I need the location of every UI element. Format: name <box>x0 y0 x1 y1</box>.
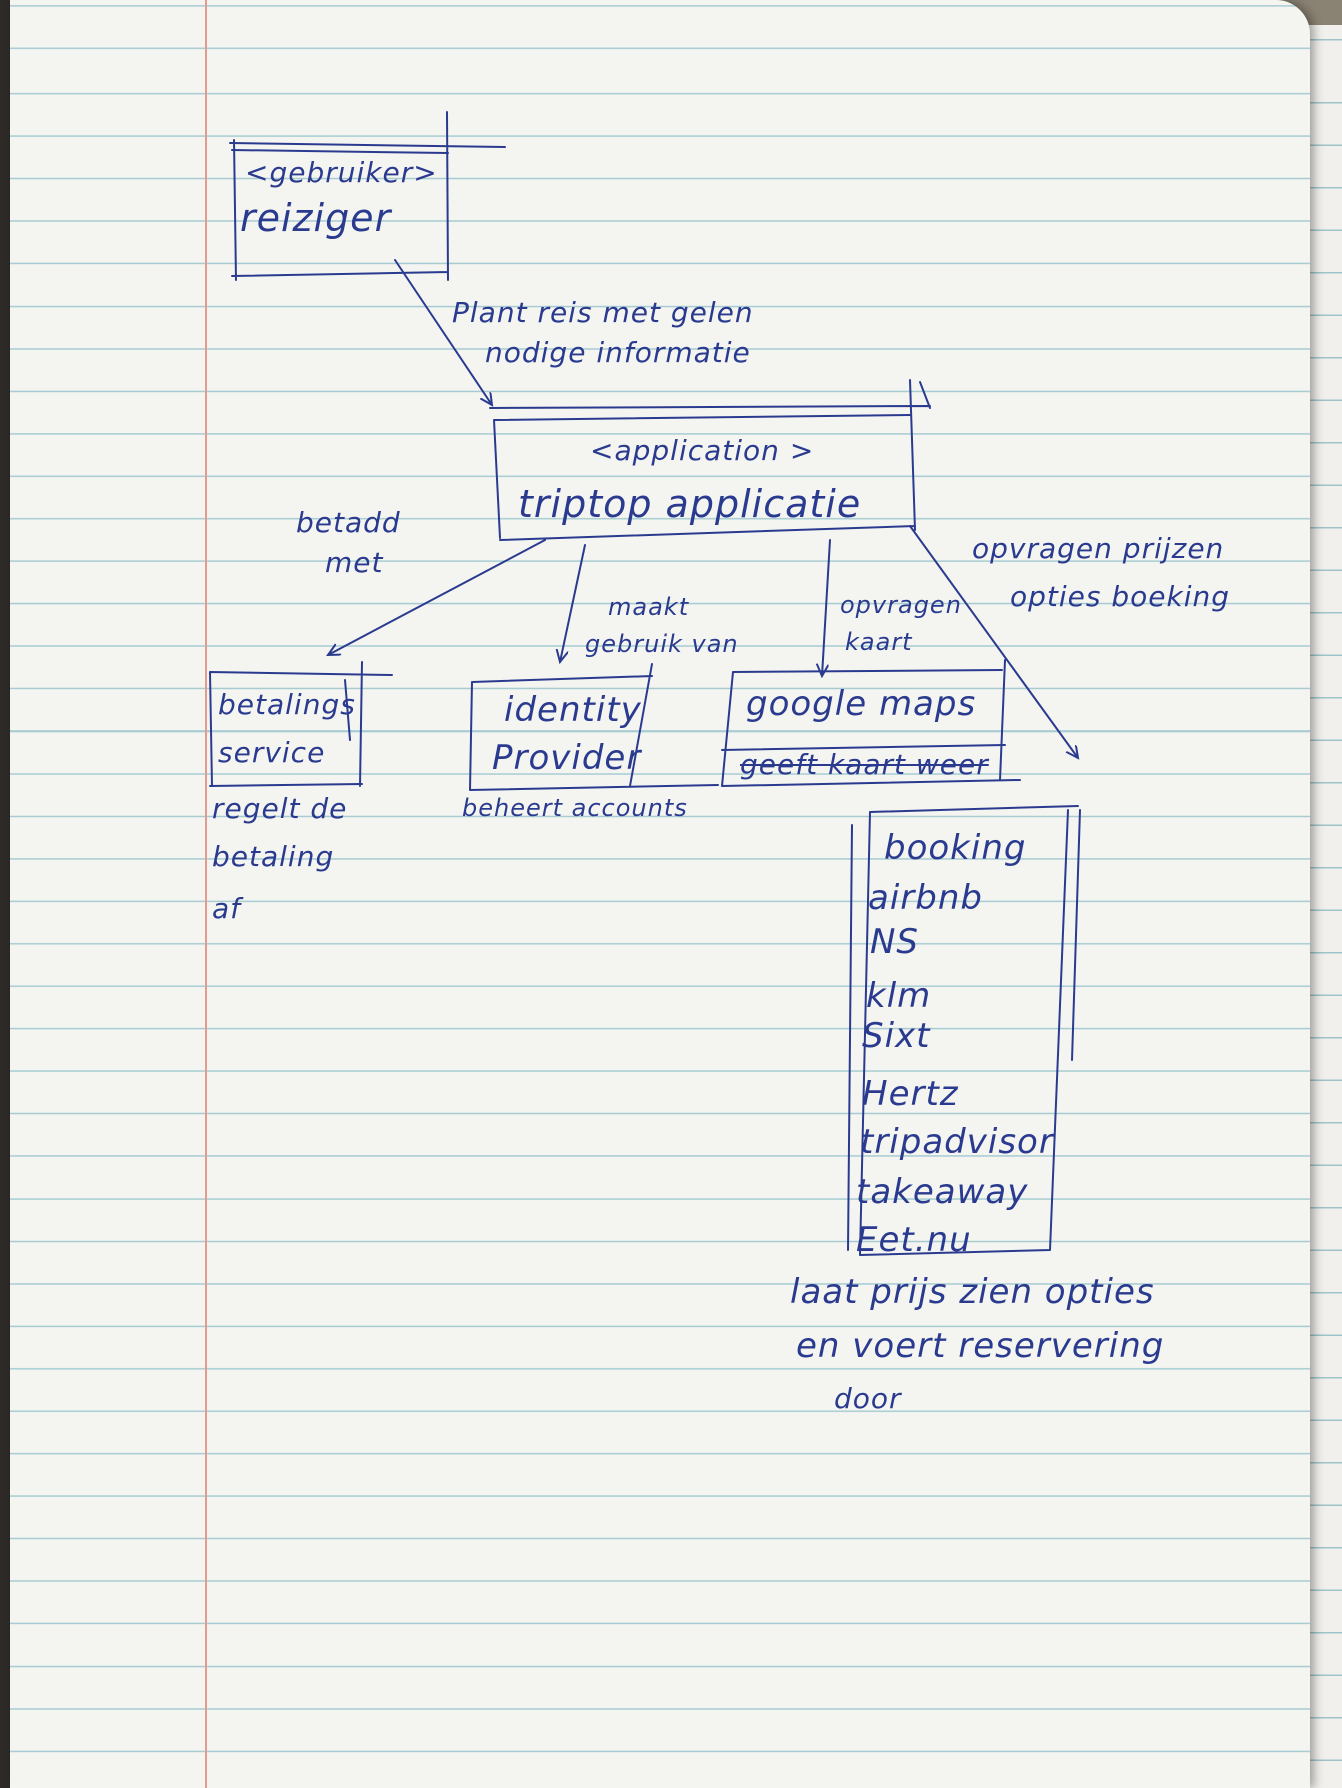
edge-plant-line1: Plant reis met gelen <box>452 296 754 329</box>
app-box <box>489 379 931 541</box>
provider-item: airbnb <box>868 878 983 918</box>
provider-item: NS <box>870 922 920 962</box>
maps-name: google maps <box>746 684 977 724</box>
identity-note: beheert accounts <box>462 794 688 822</box>
provider-item: booking <box>884 828 1027 868</box>
provider-item: takeaway <box>856 1172 1029 1212</box>
app-stereotype: <application > <box>590 434 815 467</box>
arrow-maps <box>822 539 831 676</box>
provider-item: Sixt <box>862 1016 931 1056</box>
arrow-identity <box>560 544 586 662</box>
provider-item: klm <box>866 976 932 1016</box>
app-name: triptop applicatie <box>518 482 862 526</box>
provider-item: tripadvisor <box>860 1122 1054 1162</box>
edge-betaald-line2: met <box>325 546 384 579</box>
arrow-plant <box>394 259 492 405</box>
betalings-name-line2: service <box>218 736 326 769</box>
betalings-note-line1: regelt de <box>212 792 348 825</box>
betalings-box <box>209 661 393 787</box>
edge-prijzen-line1: opvragen prijzen <box>972 532 1225 565</box>
maps-note: geeft kaart weer <box>740 748 989 781</box>
user-box-divider <box>231 149 449 154</box>
edge-identity-line1: maakt <box>608 593 690 621</box>
user-box <box>229 111 506 281</box>
betalings-name-line1: betalings <box>218 688 356 721</box>
edge-identity-line2: gebruik van <box>585 630 739 658</box>
user-name: reiziger <box>240 196 392 240</box>
provider-item: Eet.nu <box>856 1220 972 1260</box>
identity-name-line1: identity <box>504 690 642 730</box>
margin-line <box>205 0 207 1788</box>
betalings-note-line3: af <box>212 892 242 925</box>
providers-note-line3: door <box>834 1382 902 1415</box>
identity-box <box>469 663 719 791</box>
edge-maps-line1: opvragen <box>840 591 962 619</box>
arrow-betaald <box>328 539 546 655</box>
notebook-page <box>10 0 1310 1788</box>
edge-maps-line2: kaart <box>845 628 913 656</box>
user-stereotype: <gebruiker> <box>245 156 438 189</box>
provider-item: Hertz <box>862 1074 959 1114</box>
providers-box <box>847 805 1081 1256</box>
betalings-note-line2: betaling <box>212 840 335 873</box>
arrow-prijzen <box>909 525 1078 758</box>
providers-note-line2: en voert reservering <box>796 1326 1165 1366</box>
edge-betaald-line1: betadd <box>296 506 401 539</box>
identity-name-line2: Provider <box>492 738 642 778</box>
edge-plant-line2: nodige informatie <box>485 336 751 369</box>
maps-box <box>721 659 1021 787</box>
providers-note-line1: laat prijs zien opties <box>790 1272 1155 1312</box>
edge-prijzen-line2: opties boeking <box>1010 580 1231 613</box>
